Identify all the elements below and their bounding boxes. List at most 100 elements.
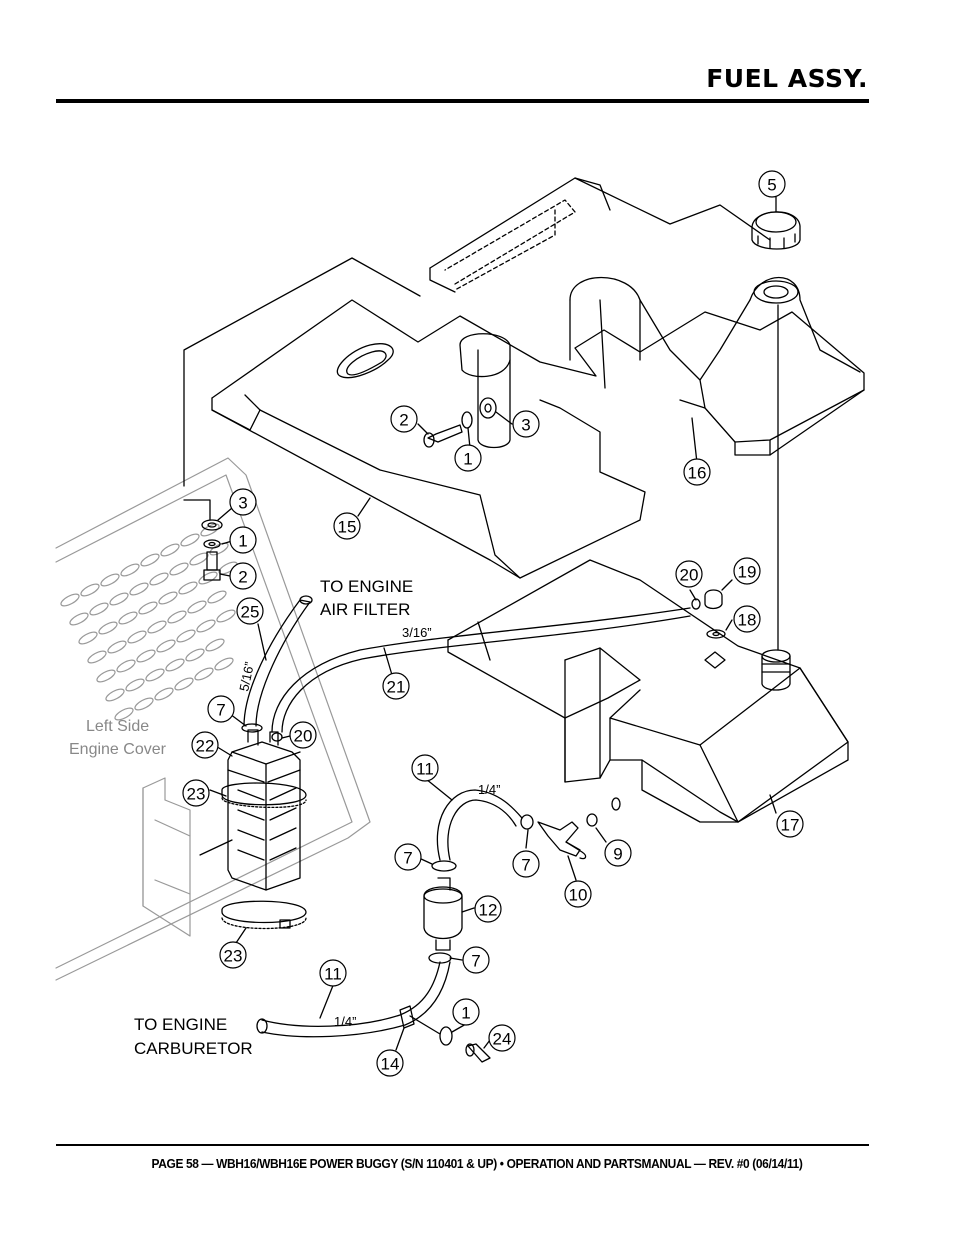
hose-clamp [271,732,283,742]
cover-slot [156,639,176,653]
callout-number: 3 [521,416,530,435]
callout-circle [333,512,361,540]
callout-number: 3 [238,494,247,513]
callout-16: 16 [683,458,711,486]
cover-slot [180,533,200,547]
cover-slot [120,563,140,577]
cover-slot [109,592,129,606]
cover-slot [216,609,236,623]
cover-slot [165,658,185,672]
cover-slot [96,669,116,683]
hose-clamp [241,723,263,733]
callout-18: 18 [733,605,761,633]
cover-slot [198,571,218,585]
callout-circle [604,839,632,867]
callout-number: 22 [196,737,215,756]
vent-hose [281,615,691,733]
callout-circle [229,526,257,554]
fuel-hose-lower [261,961,451,1038]
callout-7: 7 [207,695,235,723]
cover-slot [174,677,194,691]
callout-number: 2 [399,411,408,430]
callout-number: 14 [381,1055,400,1074]
callout-19: 19 [733,557,761,585]
callout-number: 5 [767,176,776,195]
tank-outlet [611,797,621,811]
fuel-filter [423,877,463,951]
canister-clamp-lower [221,900,307,930]
callout-20: 20 [675,560,703,588]
callout-number: 23 [224,947,243,966]
washer [586,813,598,827]
header-rule [56,99,869,103]
callout-23: 23 [182,779,210,807]
cover-slot [158,591,178,605]
fuel-tank [447,559,849,823]
charcoal-canister [227,729,301,891]
cover-slot [196,619,216,633]
footer-rule [56,1144,869,1146]
callout-17: 17 [776,810,804,838]
callout-circle [236,597,264,625]
callout-circle [462,946,490,974]
callout-24: 24 [488,1024,516,1052]
cover-slot [80,583,100,597]
callout-5: 5 [758,170,786,198]
callout-number: 1 [238,532,247,551]
callout-number: 7 [521,856,530,875]
callout-number: 23 [187,785,206,804]
air-filter-label-line1: TO ENGINE [320,577,413,596]
cover-slot [214,657,234,671]
callout-1: 1 [229,526,257,554]
fuel-cap [751,211,801,304]
callout-number: 2 [238,568,247,587]
callout-number: 18 [738,611,757,630]
callout-circle [411,754,439,782]
callout-2: 2 [390,405,418,433]
cover-slot [116,659,136,673]
cover-slot [138,601,158,615]
cover-slot [207,590,227,604]
callout-number: 1 [461,1004,470,1023]
callout-number: 19 [738,563,757,582]
callout-circle [474,895,502,923]
callout-number: 1 [463,450,472,469]
cover-slot [145,668,165,682]
cover-slot [160,543,180,557]
cover-slot [127,630,147,644]
callout-circle [219,941,247,969]
callout-7: 7 [462,946,490,974]
cover-slot [185,648,205,662]
callout-10: 10 [564,880,592,908]
callout-circle [382,672,410,700]
hose-clip [399,1005,441,1035]
cover-slot [209,542,229,556]
callout-number: 24 [493,1030,512,1049]
callout-circle [758,170,786,198]
cover-slot [205,638,225,652]
callout-circle [191,731,219,759]
cover-slot [69,612,89,626]
cover-slot [78,631,98,645]
callout-circle [512,410,540,438]
cover-slot [60,593,80,607]
hose-clamp [520,814,534,830]
carburetor-label-line2: CARBURETOR [134,1039,253,1058]
cover-slot [140,553,160,567]
callout-circle [452,998,480,1026]
canister-clamp-upper [221,782,307,809]
vent-hose [271,607,691,733]
cover-slot [218,561,238,575]
callout-21: 21 [382,672,410,700]
callout-circle [207,695,235,723]
cover-slot [194,667,214,681]
elbow-fitting [537,821,587,860]
callout-number: 7 [216,701,225,720]
air-filter-label-line2: AIR FILTER [320,600,410,619]
cover-slot [114,707,134,721]
cover-slot [98,621,118,635]
cover-slot [87,650,107,664]
callout-number: 20 [680,566,699,585]
fuel-tank-bracket [211,177,865,579]
fuel-hose-lower [261,961,441,1027]
